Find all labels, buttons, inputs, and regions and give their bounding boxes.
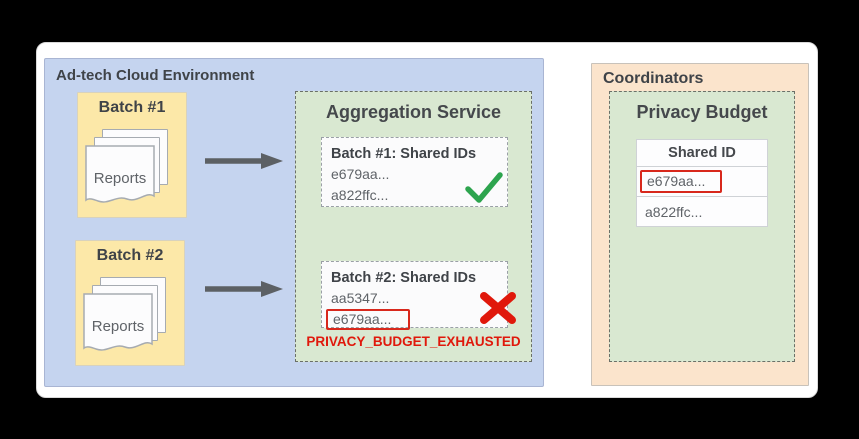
aggregation-service-title: Aggregation Service <box>325 102 502 122</box>
reports-stack-icon: Reports <box>85 129 181 213</box>
highlighted-shared-id: e679aa... <box>326 308 411 330</box>
arrow-right-icon <box>205 281 283 297</box>
shared-id-value: aa5347... <box>331 290 390 306</box>
reports-label: Reports <box>93 170 147 187</box>
failure-x-icon <box>480 292 516 324</box>
privacy-budget-title: Privacy Budget <box>636 102 768 122</box>
coordinators-title: Coordinators <box>603 70 704 87</box>
shared-id-value: e679aa... <box>331 166 390 182</box>
reports-stack-icon: Reports <box>83 277 179 361</box>
batch-2-result-card: Batch #2: Shared IDs aa5347... e679aa... <box>321 261 516 330</box>
diagram-card: Ad-tech Cloud Environment Batch #1 Repor… <box>36 42 818 398</box>
aggregation-service-panel: Aggregation Service Batch #1: Shared IDs… <box>295 91 532 362</box>
highlighted-shared-id: e679aa... <box>640 170 723 193</box>
shared-id-value: a822ffc... <box>331 186 389 203</box>
shared-id-table-header: Shared ID <box>636 139 768 167</box>
batch-2-box: Batch #2 Reports <box>75 240 185 366</box>
batch-1-label: Batch #1 <box>98 99 166 116</box>
arrow-right-icon <box>205 153 283 169</box>
shared-id-row: e679aa... <box>636 166 768 197</box>
coordinators-panel: Coordinators Privacy Budget Shared ID e6… <box>591 63 809 386</box>
reports-label: Reports <box>91 318 145 335</box>
shared-id-row: a822ffc... <box>636 196 768 227</box>
batch-1-box: Batch #1 Reports <box>77 92 187 218</box>
privacy-budget-panel: Privacy Budget Shared ID e679aa... a822f… <box>609 91 795 362</box>
adtech-environment-title: Ad-tech Cloud Environment <box>56 67 255 84</box>
document-icon <box>83 293 153 351</box>
batch-1-result-title: Batch #1: Shared IDs <box>331 146 477 162</box>
batch-2-result-title: Batch #2: Shared IDs <box>331 270 477 286</box>
adtech-environment-panel: Ad-tech Cloud Environment Batch #1 Repor… <box>44 58 544 387</box>
success-check-icon <box>465 172 503 203</box>
document-icon <box>85 145 155 203</box>
shared-id-table: Shared ID e679aa... a822ffc... <box>636 139 768 227</box>
batch-2-label: Batch #2 <box>96 247 164 264</box>
privacy-budget-exhausted-label: PRIVACY_BUDGET_EXHAUSTED <box>306 334 521 349</box>
batch-1-result-card: Batch #1: Shared IDs e679aa... a822ffc..… <box>321 137 508 207</box>
